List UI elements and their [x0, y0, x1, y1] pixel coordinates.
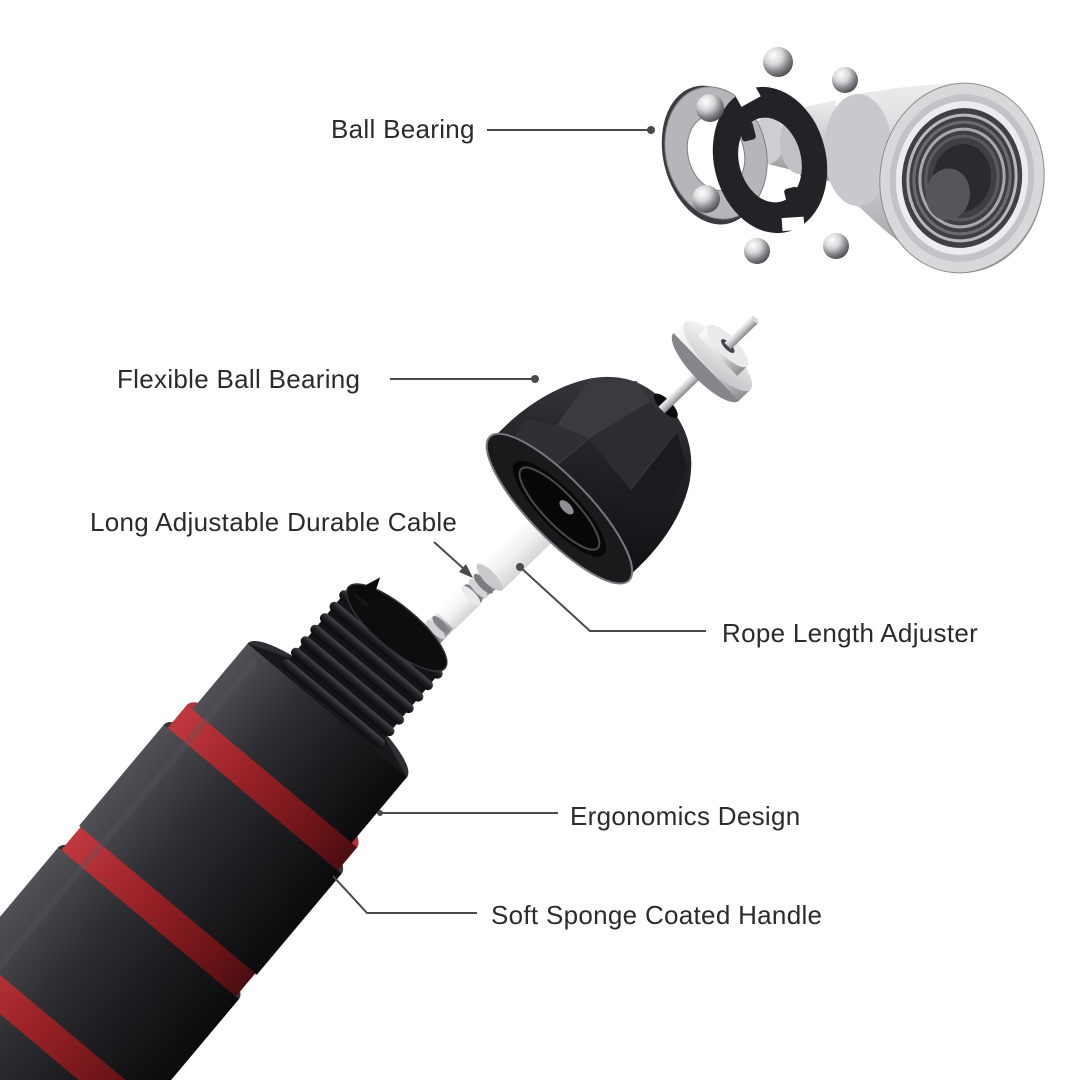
handle-highlight: [0, 660, 258, 1080]
bell-facet: [588, 401, 677, 491]
handle-grip-section: [0, 969, 137, 1080]
bearing-pin: [724, 316, 759, 350]
cage-tab: [784, 186, 801, 207]
bore-thread-ring: [906, 113, 1018, 243]
bearing-ball: [744, 238, 770, 264]
bell-facet: [630, 431, 688, 517]
leader-rope-length-adjuster: [516, 563, 706, 632]
bearing-ball: [696, 94, 724, 122]
bore-thread-ring: [912, 120, 1012, 236]
cage-slot: [735, 84, 761, 107]
leader-cable: [433, 541, 473, 578]
flexible-bearing-assembly: [485, 316, 759, 585]
bearing-spool: [671, 320, 753, 403]
leader-flexible-ball-bearing: [390, 375, 539, 383]
bearing-ball: [763, 47, 793, 77]
leader-ball-bearing: [487, 126, 655, 134]
bore-thread-ring: [918, 127, 1006, 229]
leader-ergonomics-design: [377, 810, 558, 816]
cage-tab: [739, 121, 756, 142]
label-rope-length-adjuster: Rope Length Adjuster: [722, 618, 979, 648]
bearing-housing: [824, 82, 1045, 274]
label-ball-bearing: Ball Bearing: [331, 114, 475, 144]
label-flexible-ball-bearing: Flexible Ball Bearing: [117, 364, 361, 394]
handle: [0, 577, 448, 1080]
bearing-housing-face: [879, 82, 1045, 274]
label-long-adjustable-durable-cable: Long Adjustable Durable Cable: [90, 507, 458, 537]
bearing-ball: [823, 233, 849, 259]
leader-lines: [332, 126, 706, 914]
handle-threads: [281, 583, 448, 748]
bore-thread-ring: [924, 134, 1000, 222]
label-soft-sponge-coated-handle: Soft Sponge Coated Handle: [491, 900, 823, 930]
bell-flange: [485, 432, 634, 585]
cage-slot: [781, 216, 805, 232]
ball-bearing-assembly: [661, 47, 1045, 274]
label-ergonomics-design: Ergonomics Design: [570, 801, 801, 831]
bearing-ball: [692, 185, 720, 213]
bearing-cage: [712, 84, 828, 234]
bearing-ball: [832, 67, 858, 93]
handle-cable-nub: [353, 577, 381, 607]
leader-arrowhead: [459, 564, 473, 578]
leader-soft-sponge-handle: [332, 875, 477, 914]
